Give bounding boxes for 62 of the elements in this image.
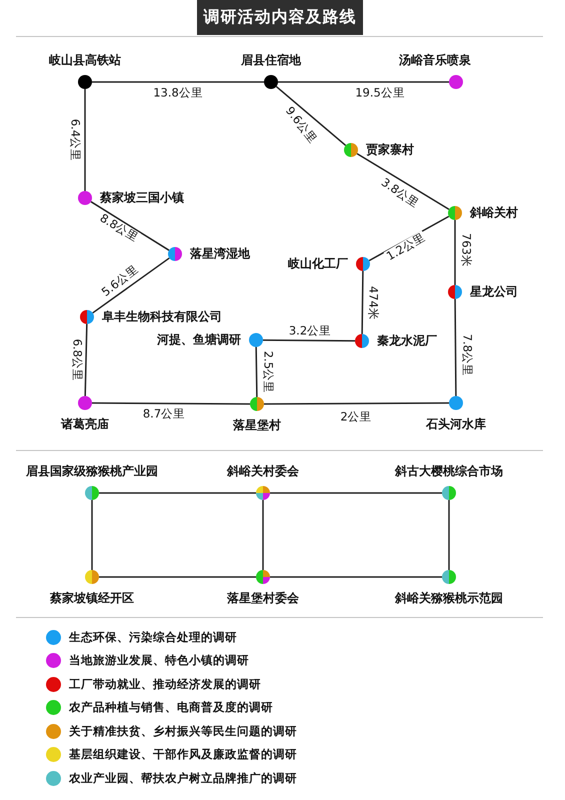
route-line [276, 86, 346, 146]
distance-label: 7.8公里 [460, 332, 474, 378]
route-line [99, 576, 256, 578]
place-label: 蔡家坡三国小镇 [100, 190, 184, 206]
legend-text: 关于精准扶贫、乡村振兴等民生问题的调研 [69, 724, 297, 738]
distance-label: 763米 [460, 232, 472, 268]
route-line [361, 270, 364, 334]
place-label: 贾家寨村 [366, 142, 414, 158]
distance-label: 6.4公里 [68, 118, 82, 162]
route-line [454, 220, 456, 285]
route-line [270, 492, 442, 494]
route-line [92, 81, 264, 83]
route-line [84, 324, 88, 396]
place-label: 斜峪关村委会 [227, 463, 299, 480]
place-label: 斜古大樱桃综合市场 [395, 463, 503, 480]
legend-text: 生态环保、污染综合处理的调研 [69, 630, 237, 644]
route-line [454, 299, 457, 396]
legend-text: 工厂带动就业、推动经济发展的调研 [69, 676, 261, 692]
place-label: 河提、鱼塘调研 [157, 332, 241, 348]
route-line [278, 81, 449, 83]
legend-text: 农业产业园、帮扶农户树立品牌推广的调研 [69, 770, 297, 786]
route-line [92, 257, 170, 314]
route-line [255, 346, 258, 398]
distance-label: 2.5公里 [262, 350, 274, 394]
place-label: 蔡家坡镇经开区 [50, 590, 134, 607]
place-label: 眉县国家级猕猴桃产业园 [26, 463, 158, 480]
route-line [99, 492, 256, 494]
place-label: 岐山县高铁站 [49, 52, 121, 69]
route-line [270, 576, 442, 578]
route-line [90, 201, 170, 251]
route-line [84, 89, 86, 191]
place-label: 石头河水库 [426, 416, 486, 433]
route-line [92, 402, 250, 405]
route-line [262, 500, 264, 570]
legend-text: 基层组织建设、干部作风及廉政监督的调研 [69, 747, 297, 762]
place-label: 阜丰生物科技有限公司 [102, 308, 222, 326]
distance-label: 19.5公里 [354, 86, 406, 100]
distance-label: 6.8公里 [70, 338, 84, 382]
legend-text: 当地旅游业发展、特色小镇的调研 [69, 653, 249, 668]
route-line [91, 500, 93, 570]
place-label: 秦龙水泥厂 [377, 332, 437, 350]
distance-label: 13.8公里 [152, 86, 204, 100]
place-label: 汤峪音乐喷泉 [399, 52, 471, 69]
place-label: 斜峪关村 [470, 204, 518, 222]
place-label: 落星堡村 [233, 417, 281, 434]
distance-label: 474米 [366, 285, 380, 321]
place-label: 岐山化工厂 [288, 256, 348, 272]
place-label: 落星湾湿地 [190, 246, 250, 262]
place-label: 斜峪关猕猴桃示范园 [395, 590, 503, 607]
route-line [356, 152, 450, 210]
route-line [264, 402, 449, 405]
legend-text: 农产品种植与销售、电商普及度的调研 [69, 700, 273, 715]
distance-label: 3.2公里 [288, 324, 332, 338]
place-label: 星龙公司 [470, 284, 518, 300]
place-label: 落星堡村委会 [227, 590, 299, 607]
route-line [448, 500, 450, 570]
place-label: 眉县住宿地 [241, 52, 301, 69]
place-label: 诸葛亮庙 [61, 416, 109, 433]
distance-label: 2公里 [339, 410, 373, 424]
route-line [263, 339, 355, 342]
title-banner: 调研活动内容及路线 [197, 0, 363, 35]
distance-label: 8.7公里 [142, 408, 186, 420]
